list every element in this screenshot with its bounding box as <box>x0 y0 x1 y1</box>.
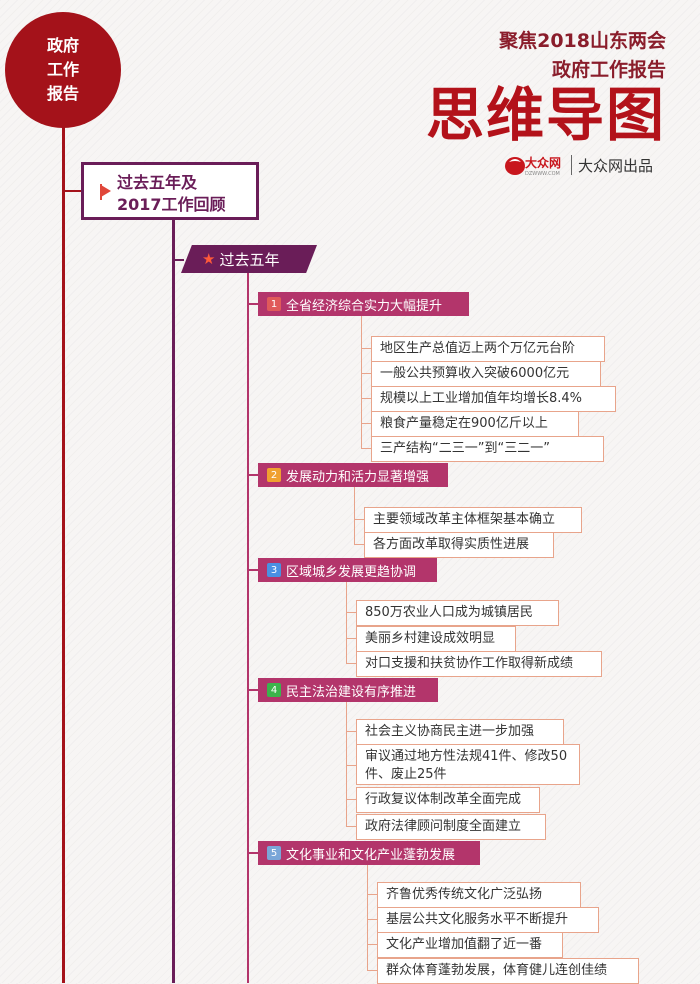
root-title-line: 报告 <box>46 84 79 103</box>
section-node: 过去五年及 2017工作回顾 <box>81 162 259 220</box>
topic-label: 全省经济综合实力大幅提升 <box>286 298 443 314</box>
leaf-connector <box>346 638 356 639</box>
leaf-item: 行政复议体制改革全面完成 <box>356 787 540 813</box>
section-title-line: 2017工作回顾 <box>117 195 226 214</box>
leaf-trunk <box>361 316 362 448</box>
topic-connector <box>247 474 259 476</box>
subsection-connector <box>172 259 184 261</box>
topic-node: 4 民主法治建设有序推进 <box>258 678 438 702</box>
logo-url: DZWWW.COM <box>525 171 560 177</box>
topic-label: 民主法治建设有序推进 <box>286 684 417 700</box>
root-node: 政府 工作 报告 <box>5 12 121 128</box>
flag-icon <box>100 184 111 200</box>
root-title-line: 政府 <box>46 36 79 55</box>
leaf-connector <box>354 519 364 520</box>
topic-connector <box>247 852 259 854</box>
topic-number-badge: 2 <box>267 468 281 482</box>
topic-node: 2 发展动力和活力显著增强 <box>258 463 448 487</box>
leaf-item: 群众体育蓬勃发展，体育健儿连创佳绩 <box>377 958 639 984</box>
logo-glyph: 大众网 <box>525 155 561 170</box>
leaf-item: 一般公共预算收入突破6000亿元 <box>371 361 601 387</box>
leaf-item: 齐鲁优秀传统文化广泛弘扬 <box>377 882 581 908</box>
topic-number-badge: 3 <box>267 563 281 577</box>
leaf-connector <box>361 373 371 374</box>
leaf-connector <box>361 448 371 449</box>
topic-number-badge: 5 <box>267 846 281 860</box>
header-line1: 聚焦2018山东两会 <box>499 30 666 52</box>
topic-label: 发展动力和活力显著增强 <box>286 469 430 485</box>
publisher-logo: 大众网 DZWWW.COM 大众网出品 <box>503 152 653 178</box>
leaf-item: 主要领域改革主体框架基本确立 <box>364 507 582 533</box>
section-trunk <box>172 220 175 983</box>
leaf-connector <box>361 398 371 399</box>
leaf-item: 政府法律顾问制度全面建立 <box>356 814 546 840</box>
leaf-trunk <box>354 487 355 544</box>
topic-node: 5 文化事业和文化产业蓬勃发展 <box>258 841 480 865</box>
topic-number-badge: 4 <box>267 683 281 697</box>
leaf-connector <box>346 663 356 664</box>
leaf-item: 基层公共文化服务水平不断提升 <box>377 907 599 933</box>
root-connector <box>62 126 65 983</box>
leaf-connector <box>367 919 377 920</box>
publisher-label: 大众网出品 <box>578 156 654 175</box>
leaf-connector <box>346 799 356 800</box>
leaf-connector <box>367 894 377 895</box>
logo-separator <box>571 155 572 175</box>
topic-connector <box>247 689 259 691</box>
topic-label: 区域城乡发展更趋协调 <box>286 564 417 580</box>
topic-trunk <box>247 272 249 983</box>
leaf-item: 850万农业人口成为城镇居民 <box>356 600 559 626</box>
leaf-item: 社会主义协商民主进一步加强 <box>356 719 564 745</box>
leaf-item: 地区生产总值迈上两个万亿元台阶 <box>371 336 605 362</box>
leaf-connector <box>346 764 356 766</box>
subsection-node: ★ 过去五年 <box>181 245 317 273</box>
topic-node: 3 区域城乡发展更趋协调 <box>258 558 437 582</box>
leaf-trunk <box>367 865 368 970</box>
star-icon: ★ <box>202 250 216 268</box>
topic-node: 1 全省经济综合实力大幅提升 <box>258 292 469 316</box>
leaf-trunk <box>346 702 347 826</box>
leaf-trunk <box>346 582 347 663</box>
topic-number-badge: 1 <box>267 297 281 311</box>
leaf-item: 粮食产量稳定在900亿斤以上 <box>371 411 579 437</box>
leaf-connector <box>367 944 377 945</box>
section-title-line: 过去五年及 <box>117 173 198 192</box>
leaf-item: 三产结构“二三一”到“三二一” <box>371 436 604 462</box>
leaf-item: 审议通过地方性法规41件、修改50件、废止25件 <box>356 744 580 785</box>
section-connector <box>62 190 82 192</box>
header-main-title: 思维导图 <box>425 81 666 149</box>
leaf-item: 文化产业增加值翻了近一番 <box>377 932 563 958</box>
topic-label: 文化事业和文化产业蓬勃发展 <box>286 847 456 863</box>
leaf-item: 各方面改革取得实质性进展 <box>364 532 554 558</box>
leaf-connector <box>361 423 371 424</box>
leaf-connector <box>354 544 364 545</box>
dazhong-logo-icon: 大众网 DZWWW.COM <box>503 152 565 178</box>
topic-connector <box>247 569 259 571</box>
root-title-line: 工作 <box>46 60 79 79</box>
leaf-connector <box>346 612 356 613</box>
leaf-connector <box>346 731 356 732</box>
leaf-item: 规模以上工业增加值年均增长8.4% <box>371 386 616 412</box>
section-title: 过去五年及 2017工作回顾 <box>117 172 226 216</box>
topic-connector <box>247 303 259 305</box>
leaf-connector <box>361 348 371 349</box>
leaf-item: 美丽乡村建设成效明显 <box>356 626 516 652</box>
header-line2: 政府工作报告 <box>551 59 666 81</box>
subsection-label: 过去五年 <box>219 250 280 269</box>
leaf-connector <box>346 826 356 827</box>
leaf-connector <box>367 970 377 971</box>
leaf-item: 对口支援和扶贫协作工作取得新成绩 <box>356 651 602 677</box>
